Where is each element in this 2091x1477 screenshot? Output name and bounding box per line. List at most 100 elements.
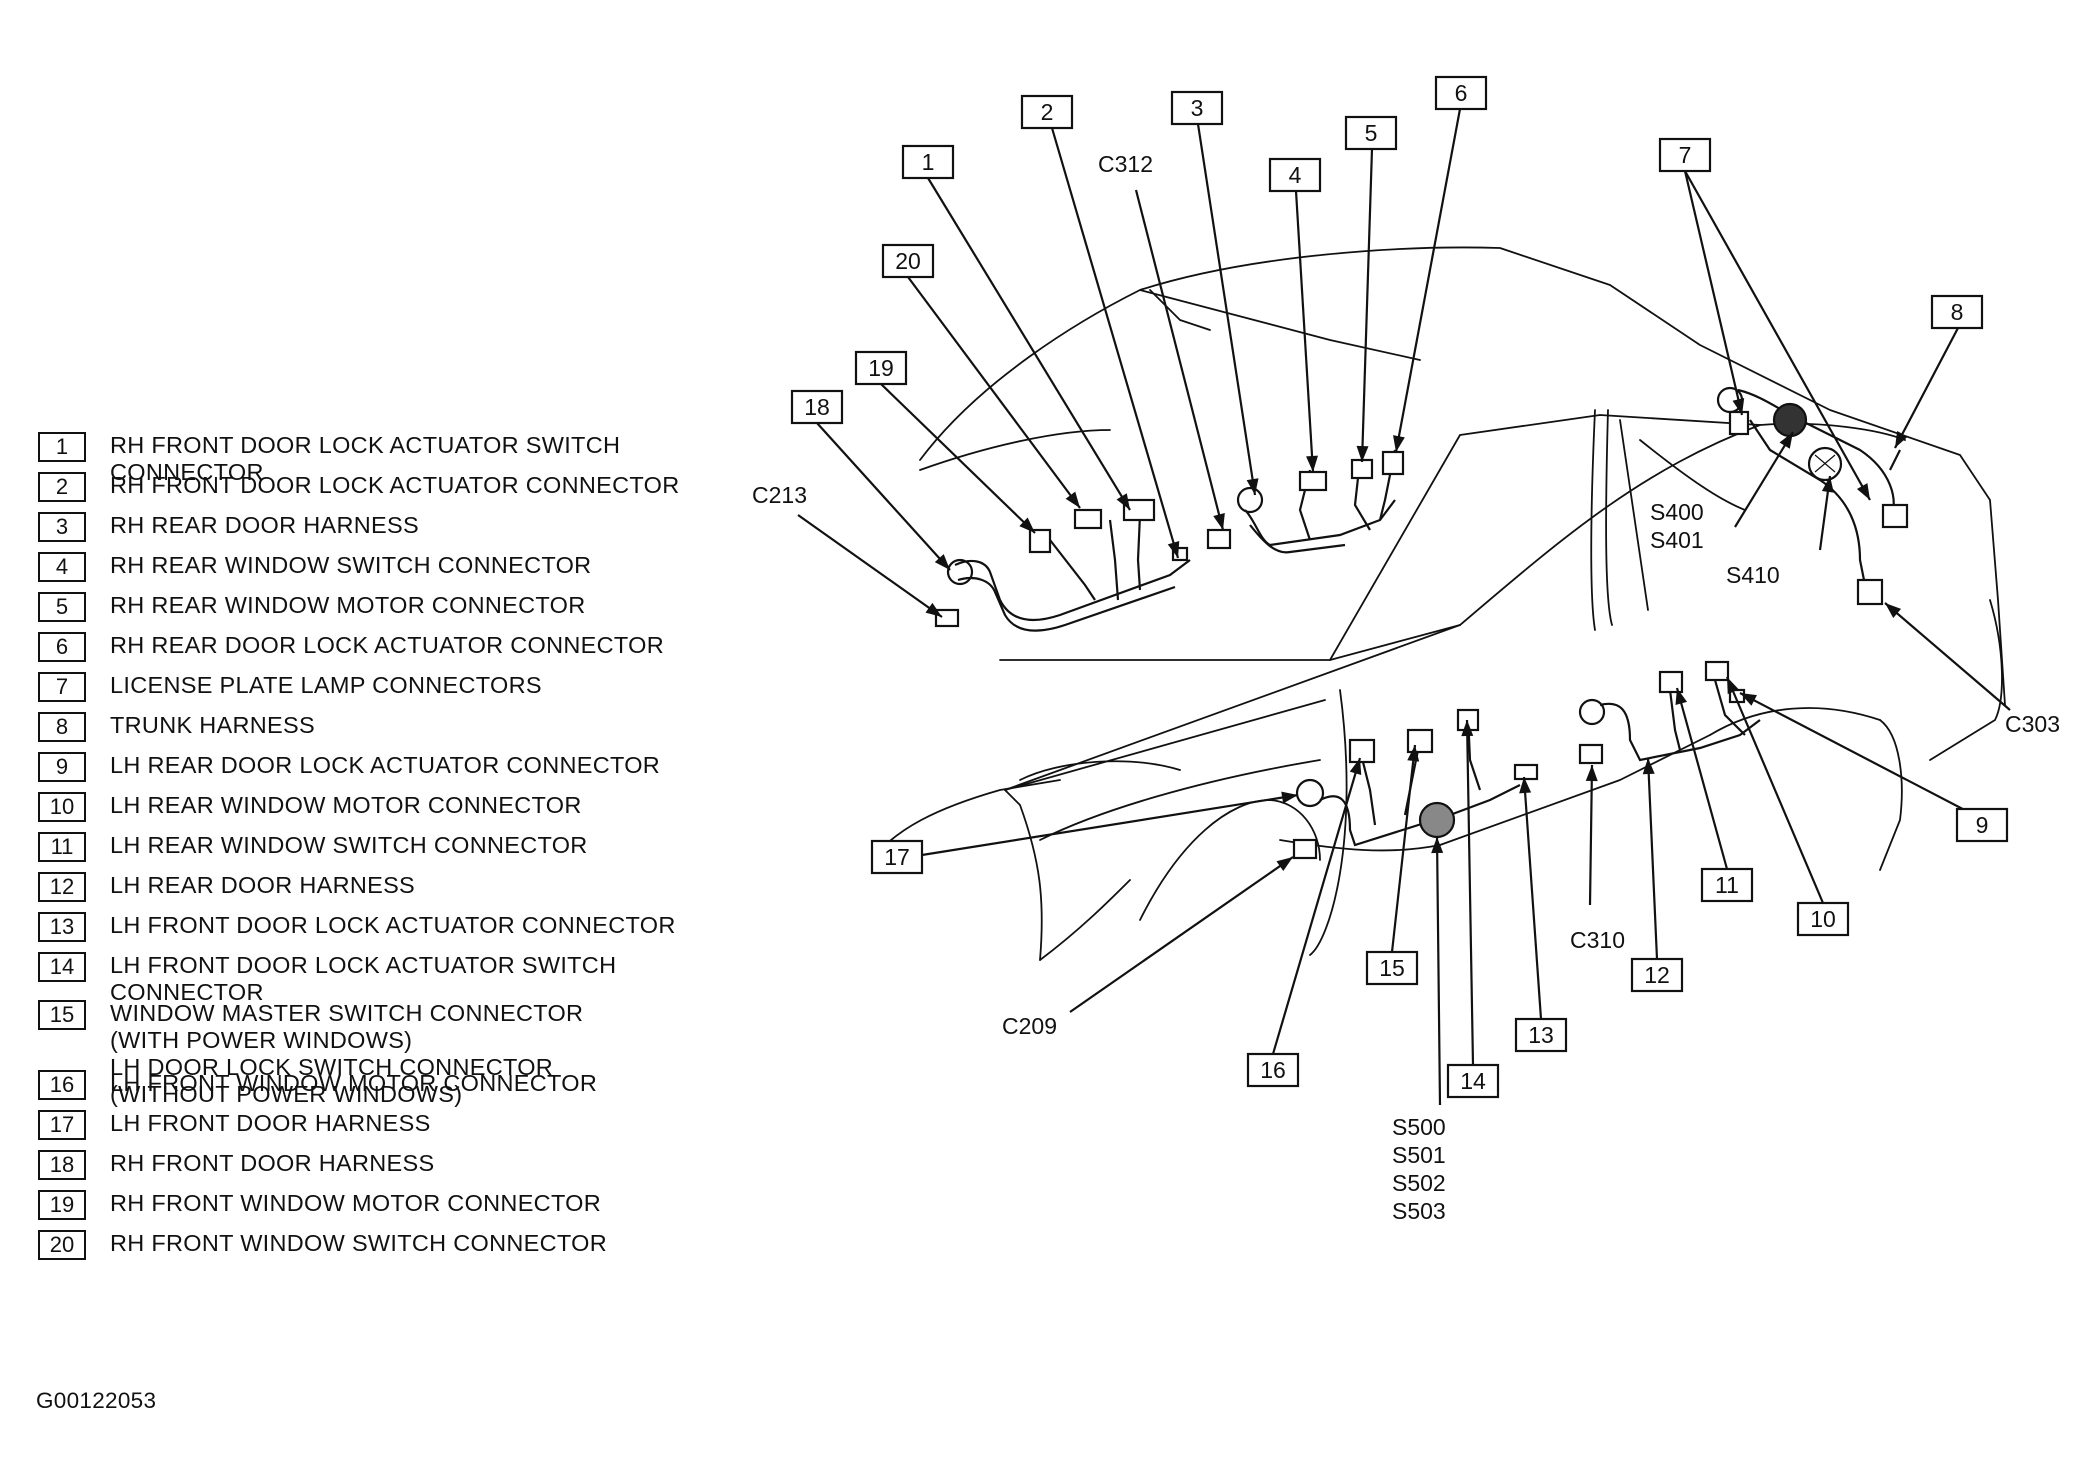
callout-number: 8 xyxy=(1951,299,1964,325)
legend-number-box: 16 xyxy=(38,1070,86,1100)
ref-label-line: S410 xyxy=(1726,562,1780,588)
callout-box-frame xyxy=(870,839,924,875)
callout-box-frame xyxy=(1020,94,1074,130)
leader-line xyxy=(1271,757,1362,1055)
callout-number: 14 xyxy=(1460,1068,1486,1094)
legend-item: 2 RH FRONT DOOR LOCK ACTUATOR CONNECTOR xyxy=(38,472,680,502)
legend-text-line: RH REAR DOOR HARNESS xyxy=(110,512,419,538)
legend-text: TRUNK HARNESS xyxy=(110,712,315,739)
callout-number: 7 xyxy=(1679,142,1692,168)
callout-box-frame xyxy=(854,350,908,386)
leader-line xyxy=(1435,836,1442,1106)
arrowhead xyxy=(1356,445,1369,462)
callout-number: 19 xyxy=(868,355,894,381)
legend-text-line: TRUNK HARNESS xyxy=(110,712,315,738)
arrowhead xyxy=(1349,758,1362,776)
callout-number: 15 xyxy=(1379,955,1405,981)
ref-c213: C213 xyxy=(752,482,807,508)
arrowhead xyxy=(1895,431,1908,448)
leader-line xyxy=(907,276,1081,509)
callout-number: 16 xyxy=(1260,1057,1286,1083)
callout-box-frame xyxy=(1955,807,2009,843)
leader-line xyxy=(1588,764,1594,906)
arrowhead xyxy=(1213,513,1225,530)
leader-lines xyxy=(797,108,2011,1106)
legend-item: 4 RH REAR WINDOW SWITCH CONNECTOR xyxy=(38,552,591,582)
arrowhead xyxy=(1675,688,1688,706)
legend-text: RH FRONT DOOR HARNESS xyxy=(110,1150,434,1177)
harness-rh-rear-door xyxy=(1206,449,1405,554)
legend-text-line: LH REAR WINDOW MOTOR CONNECTOR xyxy=(110,792,582,818)
arrowhead xyxy=(1779,432,1793,449)
arrowhead xyxy=(1281,791,1298,804)
callout-12: 12 xyxy=(1630,957,1684,993)
figure-id: G00122053 xyxy=(36,1388,157,1413)
callout-16: 16 xyxy=(1246,1052,1300,1088)
callout-box-frame xyxy=(1365,950,1419,986)
legend-text-line: RH REAR WINDOW MOTOR CONNECTOR xyxy=(110,592,586,618)
callout-number: 13 xyxy=(1528,1022,1554,1048)
callout-3: 3 xyxy=(1170,90,1224,126)
leader-line xyxy=(1725,676,1825,904)
arrowhead xyxy=(1393,435,1405,452)
callout-number: 6 xyxy=(1455,80,1468,106)
callout-number: 17 xyxy=(884,844,910,870)
legend-text-line: RH REAR WINDOW SWITCH CONNECTOR xyxy=(110,552,592,578)
arrowhead xyxy=(1306,455,1319,472)
ref-label-line: S501 xyxy=(1392,1142,1446,1168)
callout-box-frame xyxy=(881,243,935,279)
legend-text-line: (WITH POWER WINDOWS) xyxy=(110,1027,413,1053)
legend-number-box: 19 xyxy=(38,1190,86,1220)
legend-text-line: CONNECTOR xyxy=(110,979,264,1005)
legend-text-line: RH FRONT DOOR LOCK ACTUATOR CONNECTOR xyxy=(110,472,680,498)
callout-box-frame xyxy=(1246,1052,1300,1088)
legend-number-box: 4 xyxy=(38,552,86,582)
legend-item: 18 RH FRONT DOOR HARNESS xyxy=(38,1150,434,1180)
legend-text-line: LH FRONT WINDOW MOTOR CONNECTOR xyxy=(110,1070,598,1096)
leader-line xyxy=(1394,108,1462,453)
arrowhead xyxy=(1167,540,1180,558)
legend-number-box: 20 xyxy=(38,1230,86,1260)
callout-17: 17 xyxy=(870,839,924,875)
callout-box-frame xyxy=(901,144,955,180)
car-outline xyxy=(879,246,2006,961)
legend-number-box: 14 xyxy=(38,952,86,982)
arrowhead xyxy=(1407,745,1420,762)
leader-line xyxy=(1894,327,1959,449)
legend-text: LH REAR DOOR HARNESS xyxy=(110,872,415,899)
callout-number: 2 xyxy=(1041,99,1054,125)
callout-5: 5 xyxy=(1344,115,1398,151)
leader-line xyxy=(1069,856,1294,1013)
arrowhead xyxy=(1821,476,1834,493)
harness-lh-front-door xyxy=(1292,708,1539,860)
legend-text: WINDOW MASTER SWITCH CONNECTOR(WITH POWE… xyxy=(110,1000,583,1108)
legend-number-box: 8 xyxy=(38,712,86,742)
arrowhead xyxy=(1019,517,1035,533)
arrowhead xyxy=(1856,483,1870,500)
leader-line xyxy=(921,793,1299,857)
leader-line xyxy=(1734,431,1794,528)
legend-number-box: 18 xyxy=(38,1150,86,1180)
callout-box-frame xyxy=(1796,901,1850,937)
callout-15: 15 xyxy=(1365,950,1419,986)
legend-text-line: WINDOW MASTER SWITCH CONNECTOR xyxy=(110,1000,584,1026)
callout-box-frame xyxy=(1514,1017,1568,1053)
leader-line xyxy=(1360,148,1374,463)
callout-2: 2 xyxy=(1020,94,1074,130)
callout-number: 4 xyxy=(1289,162,1302,188)
legend-number-box: 2 xyxy=(38,472,86,502)
legend-text-line: RH REAR DOOR LOCK ACTUATOR CONNECTOR xyxy=(110,632,664,658)
callout-number: 3 xyxy=(1191,95,1204,121)
